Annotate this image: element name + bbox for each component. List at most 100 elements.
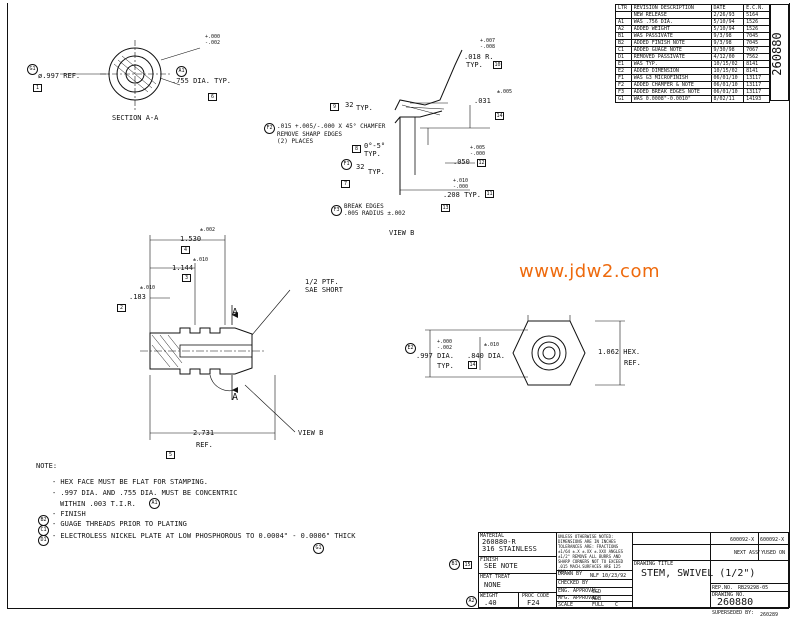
view-b-d208: .208 TYP. [443,191,481,199]
tb-dwg-value: 260880 [717,597,754,608]
tb-proc-value: F24 [527,599,540,607]
note-bubble-d1: D1 [38,535,49,546]
revision-cell: 5/10/94 [710,18,745,26]
revision-cell: 9/3/98 [710,39,745,47]
tb-drawn-label: DRAWN BY [558,571,583,577]
watermark: www.jdw2.com [519,261,660,282]
revision-cell: 8/02/11 [710,95,745,103]
tag-3: 3 [182,274,191,282]
tb-material-2: 316 STAINLESS [482,545,537,553]
view-b-d050-tol-minus: -.000 [470,151,486,157]
tag-13: 13 [441,204,450,212]
side-d1144-tol: ±.010 [193,257,209,263]
tb-drawing-title: STEM, SWIVEL (1/2") [641,568,756,579]
view-b-r018-tol-plus: +.007 [480,38,496,44]
revision-header-cell: E.C.N. [743,4,770,12]
tb-tolerance-text: UNLESS OTHERWISE NOTED: DIMENSIONS ARE I… [558,534,624,574]
note-bubble-g1: G1 [313,543,324,554]
note-1: - HEX FACE MUST BE FLAT FOR STAMPING. [52,478,208,486]
revision-cell: F1 [615,74,632,82]
revision-cell: B2 [615,39,632,47]
view-b-d050-tol-plus: +.005 [470,145,486,151]
tag-7: 7 [341,180,350,188]
note-4: - GUAGE THREADS PRIOR TO PLATING [52,520,187,528]
revision-cell: 10/15/02 [710,67,745,75]
revision-cell: 7045 [743,39,770,47]
view-b-finish-32a-typ: TYP. [356,104,373,112]
tb-next-assy-label: NEXT ASS'Y [734,550,765,556]
revision-cell: 06/01/10 [710,88,745,96]
section-aa-tol-plus: +.000 [205,34,221,40]
side-d2731: 2.731 [193,429,215,437]
tb-heat-label: HEAT TREAT [480,574,511,580]
revision-cell: ADDED WEIGHT [630,25,712,33]
tb-repl-label: REP.NO. [712,585,734,591]
revision-cell: 06/01/10 [710,81,745,89]
revision-cell: 13117 [743,88,770,96]
tb-h-11 [710,583,789,584]
end-dia997-plus: +.000 [437,339,453,345]
tag-10: 10 [493,61,502,69]
end-dia997-minus: -.002 [437,345,453,351]
tb-material-1: 260880-R [482,538,516,546]
tag-2: 2 [117,304,126,312]
note-2: - .997 DIA. AND .755 DIA. MUST BE CONCEN… [52,489,238,497]
section-aa-tol-minus: -.002 [205,40,221,46]
revision-cell: ADDED DIMENSION [630,67,712,75]
revision-cell: F3 [615,88,632,96]
tb-eng-label: ENG. APPROVAL [558,588,598,594]
bubble-e2: E2 [405,343,416,354]
tag-4: 4 [181,246,190,254]
section-aa-dia-755: .755 DIA. TYP. [172,77,232,85]
revision-cell: ADDED BREAK EDGES NOTE [630,88,712,96]
tb-checked-label: CHECKED BY [558,580,589,586]
revision-cell: 5164 [743,11,770,19]
revision-cell: 2/26/93 [710,11,745,19]
tb-dwg-label: DRAWING NO. [712,592,746,598]
view-b-chamfer-2: REMOVE SHARP EDGES [277,131,343,138]
view-b-finish-32a: 32 [345,101,354,109]
tb-next-assy-2: 600092-X [760,537,785,543]
tb-weight-value: .40 [484,599,497,607]
revision-cell: 9/30/98 [710,46,745,54]
revision-cell: 10/15/02 [710,60,745,68]
revision-cell: ADDED FINISH NOTE [630,39,712,47]
revision-cell: ADDED CHAMFER & NOTE [630,81,712,89]
revision-cell: REMOVED PASSIVATE [630,53,712,61]
side-d183: .183 [129,293,146,301]
tb-bubble-b1: B1 [449,559,460,570]
revision-cell: B1 [615,32,632,40]
tb-proc-label: PROC CODE [522,593,550,599]
revision-cell: WAS .756 DIA. [630,18,712,26]
tag-12: 12 [477,159,486,167]
tb-scale-label: SCALE [558,602,574,608]
view-b-break-2: .005 RADIUS ±.002 [344,210,406,217]
revision-cell: 5/10/94 [710,25,745,33]
view-b-r018-tol-minus: -.008 [480,44,496,50]
tb-h-1 [478,556,556,557]
title-block [478,532,789,608]
revision-cell: WAS TYP. [630,60,712,68]
bubble-f2: F2 [264,123,275,134]
tag-5: 5 [166,451,175,459]
revision-cell: 7045 [743,32,770,40]
revision-cell: WAS 0.0008"-0.0010" [630,95,712,103]
frame-bottom [7,608,789,609]
view-b-chamfer-1: .015 +.005/-.000 X 45° CHAMFER [277,123,386,130]
tb-div-4 [710,532,711,608]
tb-supersede-value: 260289 [760,612,779,618]
note-5: - ELECTROLESS NICKEL PLATE AT LOW PHOSPH… [52,532,356,540]
end-hex: 1.062 HEX. [598,348,641,356]
tb-h-3 [478,592,556,593]
side-d1530-tol: ±.002 [200,227,216,233]
revision-cell: E1 [615,60,632,68]
note-3: - FINISH [52,510,86,518]
tb-div-3 [518,592,519,608]
